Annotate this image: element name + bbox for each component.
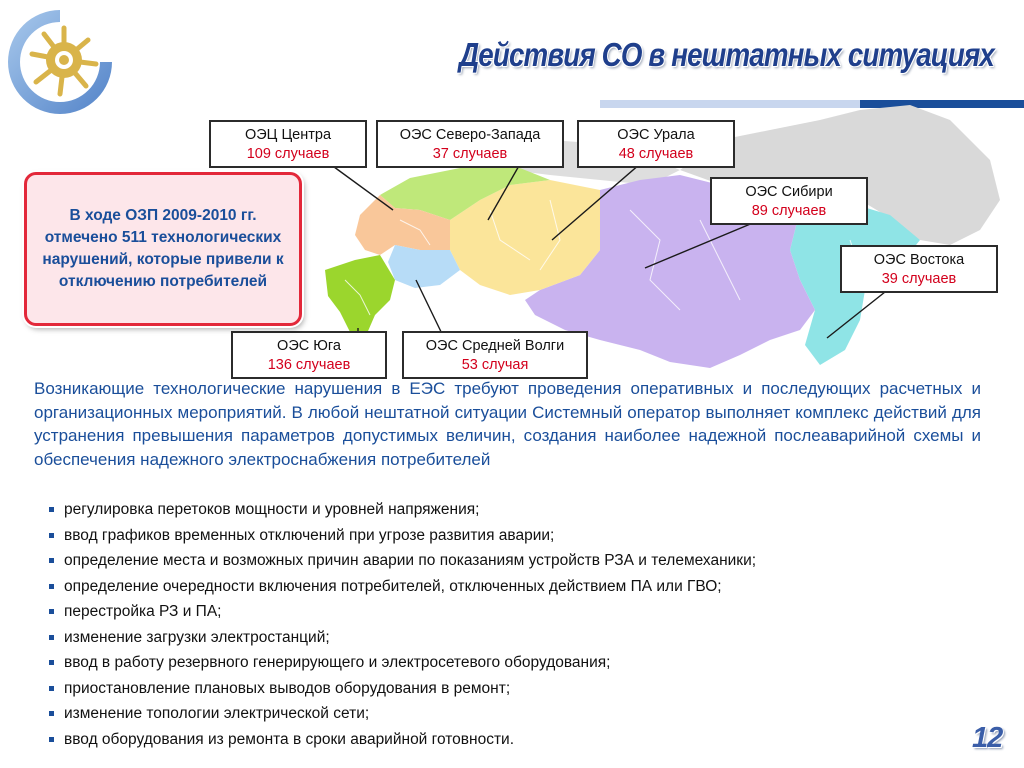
callout-siberia-name: ОЭС Сибири	[745, 184, 833, 200]
leader-ural	[551, 163, 641, 241]
list-item-text: изменение загрузки электростанций;	[64, 628, 330, 646]
callout-center-count: 109 случаев	[246, 146, 330, 162]
bullet-square-icon	[49, 685, 54, 691]
callout-ural-name: ОЭС Урала	[617, 127, 695, 143]
list-item-text: перестройка РЗ и ПА;	[64, 603, 222, 620]
callout-ural: ОЭС Урала 48 случаев	[577, 120, 735, 168]
callout-northwest-count: 37 случаев	[432, 146, 508, 162]
list-item-text: регулировка перетоков мощности и уровней…	[64, 501, 480, 518]
bullet-square-icon	[49, 711, 54, 716]
leader-siberia	[644, 219, 761, 269]
list-item-text: определение места и возможных причин ава…	[64, 552, 757, 569]
map-region-other-north	[680, 105, 1000, 245]
callout-east: ОЭС Востока 39 случаев	[840, 245, 998, 293]
callout-east-name: ОЭС Востока	[873, 252, 965, 268]
leader-center	[329, 163, 394, 211]
map-region-ural	[450, 180, 600, 295]
header-stripe-dark	[860, 100, 1024, 108]
callout-center-name: ОЭЦ Центра	[244, 127, 332, 143]
list-item: изменение топологии электрической сети;	[44, 704, 984, 730]
bullet-square-icon	[49, 583, 54, 589]
list-item: определение места и возможных причин ава…	[44, 551, 984, 577]
list-item-text: приостановление плановых выводов оборудо…	[64, 679, 511, 697]
callout-volga-name: ОЭС Средней Волги	[425, 338, 565, 354]
list-item-text: ввод оборудования из ремонта в сроки ава…	[64, 730, 515, 748]
callout-center: ОЭЦ Центра 109 случаев	[209, 120, 367, 168]
callout-volga-count: 53 случая	[461, 357, 529, 373]
page-title: Действия СО в нештатных ситуациях	[459, 36, 995, 73]
callout-south: ОЭС Юга 136 случаев	[231, 331, 387, 379]
header-stripe-light	[600, 100, 1024, 108]
bullet-square-icon	[49, 532, 54, 538]
callout-volga: ОЭС Средней Волги 53 случая	[402, 331, 588, 379]
list-item-text: ввод графиков временных отключений при у…	[64, 526, 555, 544]
map-region-northwest	[380, 160, 550, 220]
leader-volga	[415, 279, 446, 341]
callout-northwest-name: ОЭС Северо-Запада	[399, 127, 541, 143]
map-region-volga	[388, 245, 460, 288]
callout-ural-count: 48 случаев	[618, 146, 694, 162]
summary-text: В ходе ОЗП 2009-2010 гг. отмечено 511 те…	[42, 207, 284, 290]
callout-south-count: 136 случаев	[267, 357, 351, 373]
list-item: изменение загрузки электростанций;	[44, 628, 984, 654]
list-item-text: определение очередности включения потреб…	[64, 577, 722, 595]
bullet-square-icon	[49, 634, 54, 640]
callout-siberia-count: 89 случаев	[751, 203, 827, 219]
callout-siberia: ОЭС Сибири 89 случаев	[710, 177, 868, 225]
bullet-square-icon	[49, 660, 54, 665]
leader-east	[826, 287, 891, 339]
bullet-square-icon	[49, 558, 54, 563]
summary-box: В ходе ОЗП 2009-2010 гг. отмечено 511 те…	[24, 172, 302, 326]
page-number: 12	[972, 722, 1003, 754]
callout-leader-lines	[329, 163, 891, 341]
list-item: перестройка РЗ и ПА;	[44, 602, 984, 628]
map-region-south	[325, 255, 395, 338]
list-item: ввод оборудования из ремонта в сроки ава…	[44, 730, 984, 756]
company-logo	[8, 10, 112, 114]
list-item-text: изменение топологии электрической сети;	[64, 705, 370, 722]
leader-northwest	[487, 163, 521, 221]
callout-south-name: ОЭС Юга	[277, 338, 341, 354]
action-list: регулировка перетоков мощности и уровней…	[44, 500, 984, 755]
list-item: определение очередности включения потреб…	[44, 577, 984, 603]
bullet-square-icon	[49, 736, 54, 742]
list-item: ввод графиков временных отключений при у…	[44, 526, 984, 552]
callout-east-count: 39 случаев	[881, 271, 957, 287]
body-paragraph: Возникающие технологические нарушения в …	[34, 379, 981, 469]
callout-northwest: ОЭС Северо-Запада 37 случаев	[376, 120, 564, 168]
list-item-text: ввод в работу резервного генерирующего и…	[64, 654, 611, 671]
list-item: регулировка перетоков мощности и уровней…	[44, 500, 984, 526]
bullet-square-icon	[49, 507, 54, 512]
list-item: приостановление плановых выводов оборудо…	[44, 679, 984, 705]
list-item: ввод в работу резервного генерирующего и…	[44, 653, 984, 679]
bullet-square-icon	[49, 609, 54, 614]
